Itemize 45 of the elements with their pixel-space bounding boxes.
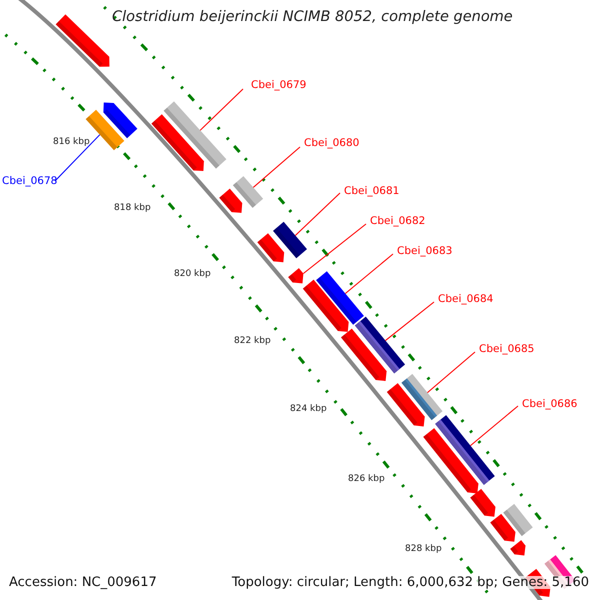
leader-line — [252, 146, 300, 188]
genome-info-text: Topology: circular; Length: 6,000,632 bp; Genes: 5,160 — [232, 576, 589, 589]
scale-label: 824 kbp — [290, 405, 327, 414]
gene-feature — [151, 114, 204, 172]
gene-feature — [470, 488, 496, 517]
gene-label: Cbei_0679 — [251, 80, 306, 90]
gene-label: Cbei_0678 — [2, 176, 58, 186]
scale-label: 816 kbp — [53, 138, 90, 147]
gene-feature — [164, 101, 226, 169]
leader-line — [426, 352, 476, 394]
gene-feature — [288, 268, 304, 284]
gene-feature — [340, 328, 387, 381]
gene-feature — [56, 14, 110, 67]
gene-feature — [219, 188, 242, 213]
leader-line — [294, 192, 340, 236]
leader-line — [470, 406, 518, 446]
accession-text: Accession: NC_009617 — [9, 576, 157, 589]
title: Clostridium beijerinckii NCIMB 8052, complete genome — [112, 10, 513, 24]
gene-feature — [302, 280, 349, 332]
gene-label: Cbei_0684 — [438, 294, 494, 304]
gene-feature — [503, 504, 533, 536]
gene-feature — [103, 102, 138, 138]
gene-feature — [316, 271, 364, 325]
scale-label: 826 kbp — [348, 475, 385, 484]
gene-feature — [257, 233, 284, 262]
gene-feature — [510, 540, 526, 556]
scale-label: 828 kbp — [405, 545, 442, 554]
scale-label: 820 kbp — [174, 270, 211, 279]
gene-feature — [386, 383, 425, 426]
leader-line — [200, 88, 244, 131]
gene-label: Cbei_0686 — [522, 399, 578, 410]
leader-line — [302, 224, 366, 274]
gene-feature — [273, 222, 307, 258]
scale-label: 818 kbp — [114, 204, 151, 213]
gene-label: Cbei_0681 — [344, 186, 400, 196]
leader-line — [344, 254, 394, 294]
leader-line — [54, 134, 100, 182]
gene-label: Cbei_0683 — [397, 246, 452, 256]
gene-label: Cbei_0685 — [479, 344, 534, 354]
gene-feature — [423, 428, 478, 494]
scale-label: 822 kbp — [234, 337, 271, 346]
gene-label: Cbei_0680 — [304, 138, 360, 148]
gene-label: Cbei_0682 — [370, 216, 426, 226]
gene-feature — [232, 176, 264, 208]
gene-feature — [490, 514, 516, 542]
